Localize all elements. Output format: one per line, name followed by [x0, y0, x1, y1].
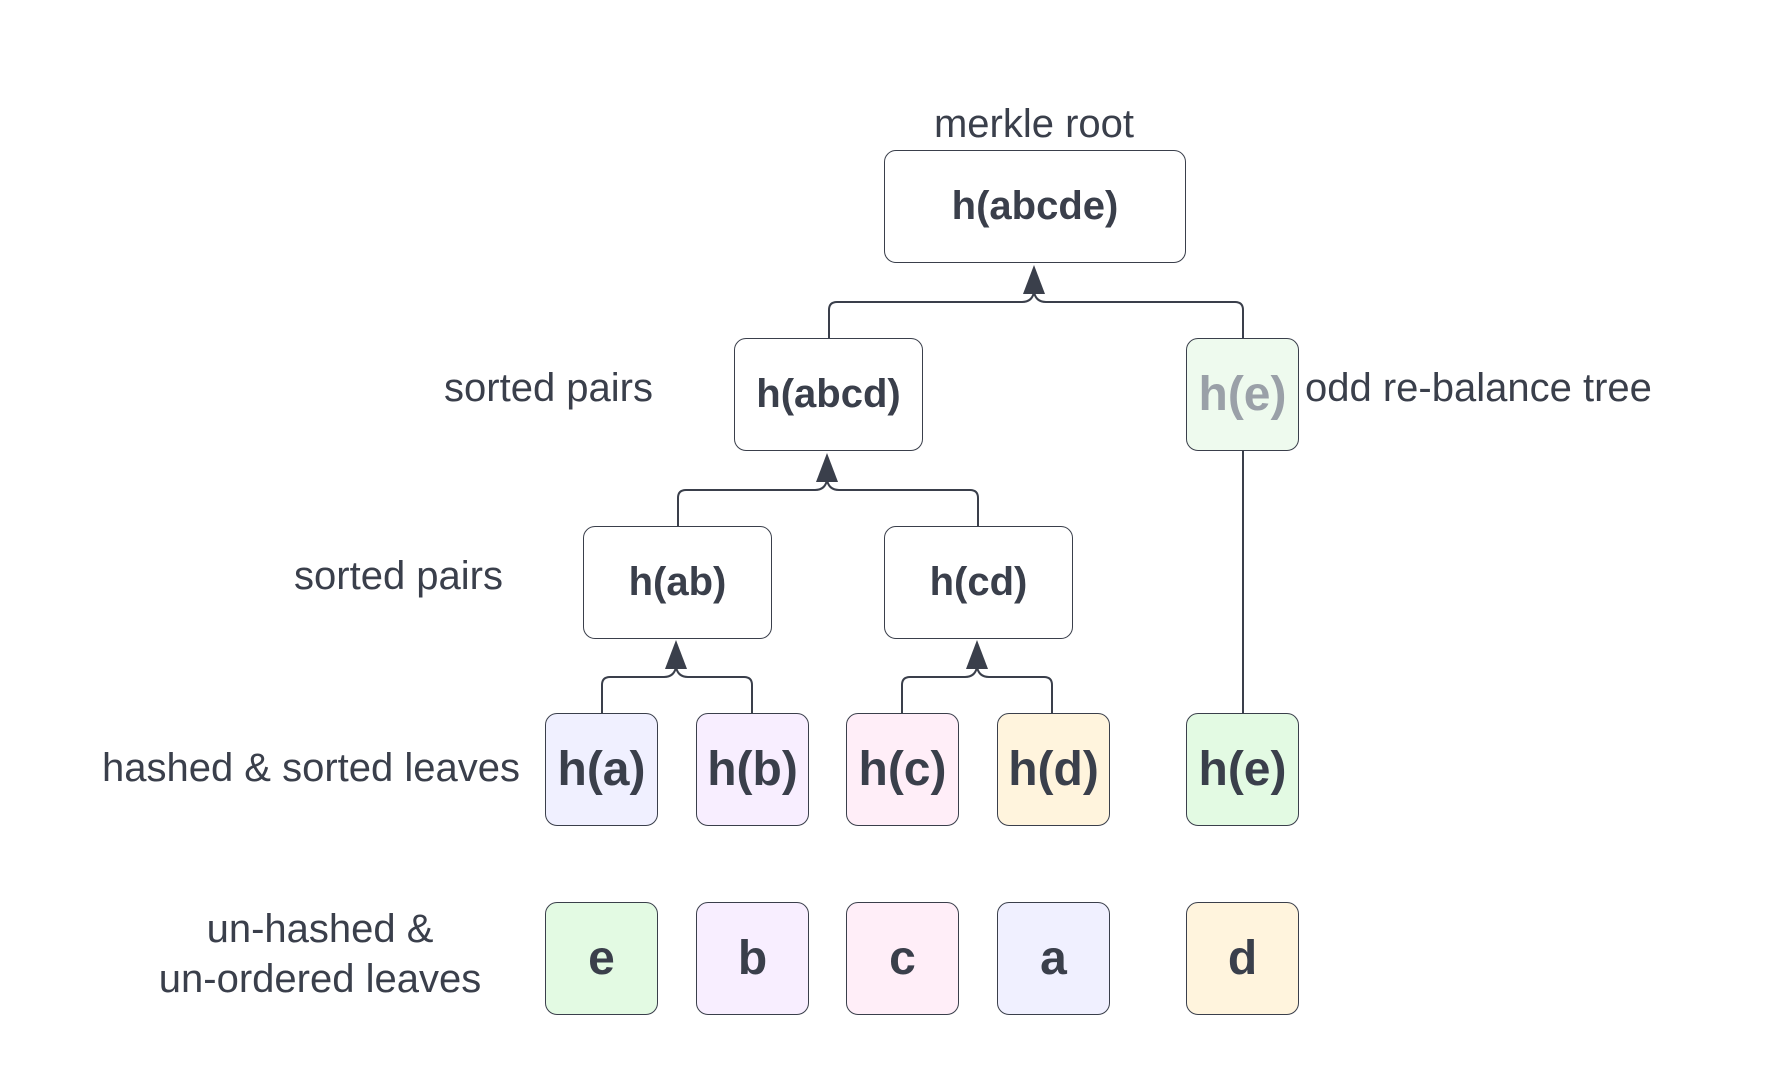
- hashed-leaf-e: h(e): [1186, 713, 1299, 826]
- unhashed-leaves-label-line1: un-hashed &: [206, 907, 434, 951]
- raw-leaf-c: c: [846, 902, 959, 1015]
- hashed-leaf-a: h(a): [545, 713, 658, 826]
- arrowhead-abcd: [816, 453, 838, 482]
- node-e-rebalanced: h(e): [1186, 338, 1299, 451]
- connector-abcd-to-root: [828, 291, 1035, 338]
- connector-cd-to-abcd: [826, 479, 979, 526]
- connector-hc-to-cd: [901, 666, 978, 713]
- node-abcd: h(abcd): [734, 338, 923, 451]
- raw-leaf-d: d: [1186, 902, 1299, 1015]
- raw-leaf-a: a: [997, 902, 1110, 1015]
- sorted-pairs-label-lower: sorted pairs: [294, 554, 503, 598]
- unhashed-leaves-label: un-hashed & un-ordered leaves: [140, 904, 500, 1004]
- node-cd: h(cd): [884, 526, 1073, 639]
- arrowhead-root: [1023, 265, 1045, 294]
- arrowhead-ab: [665, 640, 687, 669]
- node-ab: h(ab): [583, 526, 772, 639]
- odd-rebalance-label: odd re-balance tree: [1305, 366, 1652, 410]
- hashed-leaf-c: h(c): [846, 713, 959, 826]
- raw-leaf-b: b: [696, 902, 809, 1015]
- sorted-pairs-label-upper: sorted pairs: [444, 366, 653, 410]
- connector-e-to-root: [1033, 291, 1244, 338]
- unhashed-leaves-label-line2: un-ordered leaves: [158, 957, 482, 1001]
- arrowhead-cd: [966, 640, 988, 669]
- merkle-root-label: merkle root: [933, 102, 1135, 146]
- hashed-leaf-d: h(d): [997, 713, 1110, 826]
- hashed-sorted-leaves-label: hashed & sorted leaves: [101, 746, 520, 790]
- hashed-leaf-b: h(b): [696, 713, 809, 826]
- connector-hd-to-cd: [976, 666, 1053, 713]
- raw-leaf-e: e: [545, 902, 658, 1015]
- connector-ab-to-abcd: [677, 479, 828, 526]
- connector-ha-to-ab: [601, 666, 677, 713]
- connector-hb-to-ab: [675, 666, 753, 713]
- merkle-root-node: h(abcde): [884, 150, 1186, 263]
